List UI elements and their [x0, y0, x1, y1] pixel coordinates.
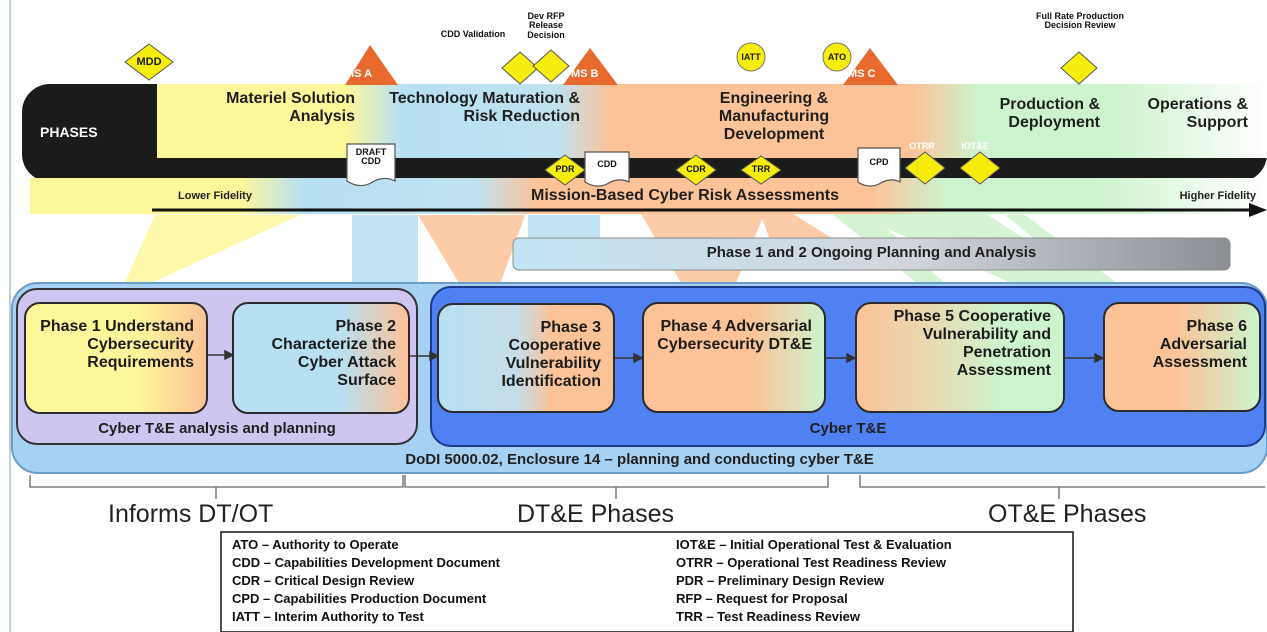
higher-fidelity-label: Higher Fidelity	[1179, 190, 1256, 202]
iatt-circle	[736, 42, 766, 72]
phases-label: PHASES	[40, 124, 98, 140]
cpd-document	[857, 147, 901, 187]
phase-2-text: Phase 2 Characterize the Cyber Attack Su…	[271, 318, 397, 389]
phase-4-text: Phase 4 Adversarial Cybersecurity DT&E	[657, 318, 812, 353]
ongoing-planning-bar	[512, 237, 1231, 271]
iote-label: IOT&E	[961, 141, 989, 151]
fidelity-arrowhead	[1249, 203, 1267, 217]
phase-tmrr-label: Technology Maturation & Risk Reduction	[389, 90, 580, 125]
legend-item: IATT – Interim Authority to Test	[232, 609, 424, 624]
ato-label: ATO	[827, 52, 847, 62]
phase-band	[157, 84, 1267, 158]
phase-6-box: Phase 6 Adversarial Assessment	[1103, 302, 1261, 412]
trr-label: TRR	[751, 164, 771, 174]
milestone-triangle	[843, 48, 898, 85]
dev-rfp-label: Dev RFP Release Decision	[527, 11, 565, 40]
lower-fidelity-label: Lower Fidelity	[178, 190, 252, 202]
phase-5-box: Phase 5 Cooperative Vulnerability and Pe…	[855, 302, 1065, 413]
phase-connectors	[207, 349, 1105, 364]
legend-item: OTRR – Operational Test Readiness Review	[676, 555, 946, 570]
phase-6-text: Phase 6 Adversarial Assessment	[1152, 318, 1247, 371]
phase-3-box: Phase 3 Cooperative Vulnerability Identi…	[437, 303, 615, 413]
phase-1-text: Phase 1 Understand Cybersecurity Require…	[40, 318, 194, 371]
legend-item: CDD – Capabilities Development Document	[232, 555, 500, 570]
informs-dtot-label: Informs DT/OT	[108, 500, 274, 528]
mdd-label: MDD	[136, 56, 162, 68]
milestone-triangle	[563, 48, 618, 85]
section-braces	[29, 475, 1265, 499]
analysis-group-label: Cyber T&E analysis and planning	[98, 420, 336, 437]
dodi-group-label: DoDI 5000.02, Enclosure 14 – planning an…	[405, 451, 874, 468]
mission-assessment-label: Mission-Based Cyber Risk Assessments	[531, 187, 839, 204]
cyber-te-group-label: Cyber T&E	[809, 420, 887, 437]
dte-phases-label: DT&E Phases	[517, 500, 675, 528]
legend-item: IOT&E – Initial Operational Test & Evalu…	[676, 537, 952, 552]
phase-msa-label: Materiel Solution Analysis	[226, 90, 355, 125]
ato-circle	[822, 42, 852, 72]
cdd-validation-label: CDD Validation	[440, 29, 506, 39]
ms-a-label: MS A	[345, 68, 373, 80]
milestone-triangle	[345, 45, 398, 85]
legend-item: CDR – Critical Design Review	[232, 573, 415, 588]
cdr-label: CDR	[686, 164, 706, 174]
dev-rfp-diamond	[532, 49, 570, 83]
legend-item: CPD – Capabilities Production Document	[232, 591, 487, 606]
phase-3-text: Phase 3 Cooperative Vulnerability Identi…	[501, 319, 601, 390]
legend-item: RFP – Request for Proposal	[676, 591, 848, 606]
legend-item: PDR – Preliminary Design Review	[676, 573, 885, 588]
phase-1-box: Phase 1 Understand Cybersecurity Require…	[24, 302, 208, 414]
cpd-doc-label: CPD	[869, 157, 889, 167]
legend-item: ATO – Authority to Operate	[232, 537, 399, 552]
full-rate-label: Full Rate Production Decision Review	[1035, 11, 1124, 31]
cdd-document	[584, 151, 630, 187]
pdr-label: PDR	[555, 164, 575, 174]
cdd-doc-label: CDD	[597, 159, 617, 169]
phase-4-box: Phase 4 Adversarial Cybersecurity DT&E	[642, 302, 826, 413]
fidelity-band	[30, 178, 1267, 214]
draft-cdd-document	[346, 143, 396, 187]
iote-diamond	[959, 151, 1001, 185]
phase-emd-label: Engineering & Manufacturing Development	[718, 90, 830, 143]
legend-box	[220, 531, 1074, 632]
cdd-validation-diamond	[501, 51, 539, 85]
otrr-diamond	[904, 151, 946, 185]
full-rate-diamond	[1060, 51, 1098, 85]
pdr-diamond	[544, 154, 586, 186]
otrr-label: OTRR	[909, 141, 935, 151]
mdd-diamond	[124, 43, 174, 81]
ms-b-label: MS B	[571, 68, 599, 80]
draft-cdd-label: DRAFT CDD	[355, 147, 387, 167]
legend-item: TRR – Test Readiness Review	[676, 609, 860, 624]
phase-os-label: Operations & Support	[1147, 96, 1248, 131]
ote-phases-label: OT&E Phases	[988, 500, 1147, 528]
iatt-label: IATT	[741, 52, 761, 62]
ms-c-label: MS C	[848, 68, 876, 80]
cdr-diamond	[675, 154, 717, 186]
ongoing-planning-label: Phase 1 and 2 Ongoing Planning and Analy…	[706, 244, 1037, 261]
trr-diamond	[740, 155, 782, 185]
phase-2-box: Phase 2 Characterize the Cyber Attack Su…	[232, 302, 410, 414]
phase-5-text: Phase 5 Cooperative Vulnerability and Pe…	[893, 308, 1051, 379]
phase-pd-label: Production & Deployment	[999, 96, 1100, 131]
